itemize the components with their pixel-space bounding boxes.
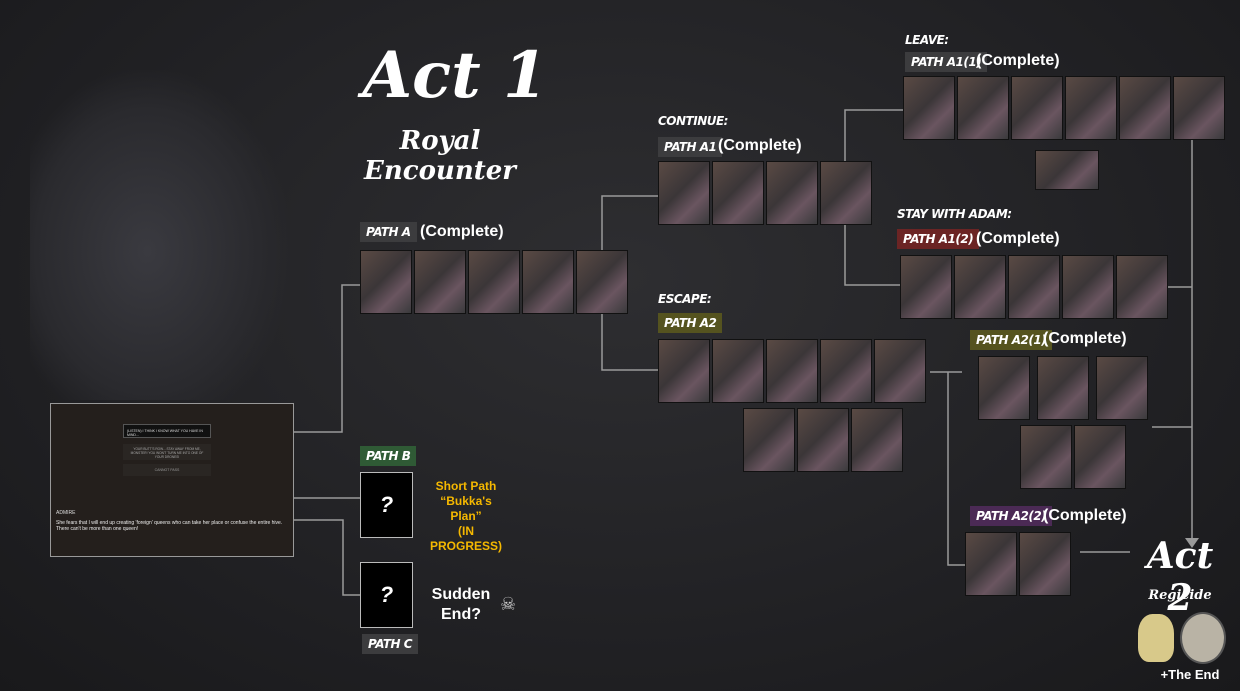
thumbnail[interactable] [766, 339, 818, 403]
act2-subtitle: Regicide [1148, 588, 1212, 603]
speaker-name: ADMIRE [56, 510, 76, 516]
path-a-status: (Complete) [420, 223, 504, 240]
path-a1-tag: PATH A1 [658, 137, 723, 157]
path-a1-1-thumbs [903, 76, 1225, 140]
path-b-note-line1: Short Path [435, 479, 497, 493]
path-c-note-line1: Sudden [431, 586, 491, 603]
path-a1-1-tag: PATH A1(1) [905, 52, 988, 72]
thumbnail[interactable] [1019, 532, 1071, 596]
thumbnail[interactable] [965, 532, 1017, 596]
path-b-note: Short Path “Bukka's Plan” (IN PROGRESS) [425, 479, 507, 554]
thumbnail[interactable] [360, 250, 412, 314]
path-a1-2-status: (Complete) [976, 230, 1060, 247]
thumbnail[interactable] [820, 161, 872, 225]
path-a2-1-tag: PATH A2(1) [970, 330, 1053, 350]
thumbnail[interactable] [797, 408, 849, 472]
path-a-tag: PATH A [360, 222, 417, 242]
thumbnail[interactable] [658, 339, 710, 403]
dialog-option-3: CANNOT PASS [123, 464, 211, 476]
thumbnail[interactable] [954, 255, 1006, 319]
thumbnail[interactable] [1062, 255, 1114, 319]
act2-title: Act 2 [1146, 535, 1214, 619]
character-art-placeholder [30, 70, 290, 400]
continue-label: CONTINUE: [658, 114, 728, 128]
path-a2-2-status: (Complete) [1043, 507, 1127, 524]
dialog-option-2: YOUR BUTT'S ROW... STAY AWAY FROM ME, MO… [123, 444, 211, 460]
escape-label: ESCAPE: [658, 292, 712, 306]
thumbnail[interactable] [1116, 255, 1168, 319]
path-c-tag: PATH C [362, 634, 419, 654]
thumbnail[interactable] [712, 161, 764, 225]
leave-label: LEAVE: [905, 33, 949, 47]
thumbnail[interactable] [658, 161, 710, 225]
thumbnail[interactable] [903, 76, 955, 140]
thumbnail[interactable] [1020, 425, 1072, 489]
path-c-note: Sudden End? [425, 585, 497, 625]
thumbnail[interactable] [957, 76, 1009, 140]
character-portrait-icon [1138, 614, 1174, 662]
path-c-box[interactable]: ? [360, 562, 413, 628]
path-b-note-line3: (IN PROGRESS) [429, 524, 502, 553]
stay-with-adam-label: STAY WITH ADAM: [897, 207, 1012, 221]
path-a2-thumbs-row2 [743, 408, 903, 472]
path-a-thumbs [360, 250, 628, 314]
act1-title: Act 1 [362, 38, 548, 113]
thumbnail[interactable] [851, 408, 903, 472]
thumbnail[interactable] [712, 339, 764, 403]
act2-end-label: +The End [1160, 667, 1220, 682]
thumbnail[interactable] [1008, 255, 1060, 319]
path-a1-2-thumbs [900, 255, 1168, 319]
path-a1-1-status: (Complete) [976, 52, 1060, 69]
path-b-tag: PATH B [360, 446, 417, 466]
thumbnail[interactable] [1037, 356, 1089, 420]
dragon-portrait-icon [1180, 612, 1226, 664]
thumbnail[interactable] [766, 161, 818, 225]
path-a2-1-status: (Complete) [1043, 330, 1127, 347]
thumbnail[interactable] [743, 408, 795, 472]
path-a2-1-thumbs [978, 356, 1148, 420]
thumbnail[interactable] [522, 250, 574, 314]
path-a2-thumbs [658, 339, 926, 403]
thumbnail[interactable] [820, 339, 872, 403]
thumbnail[interactable] [414, 250, 466, 314]
game-screenshot: (LISTEN) I THINK I KNOW WHAT YOU HAVE IN… [50, 403, 294, 557]
thumbnail[interactable] [900, 255, 952, 319]
path-c-note-line2: End? [441, 606, 481, 623]
thumbnail[interactable] [576, 250, 628, 314]
thumbnail[interactable] [874, 339, 926, 403]
dialog-option-1: (LISTEN) I THINK I KNOW WHAT YOU HAVE IN… [123, 424, 211, 438]
path-a2-1-thumbs-row2 [1020, 425, 1126, 489]
path-b-box[interactable]: ? [360, 472, 413, 538]
thumbnail[interactable] [1173, 76, 1225, 140]
path-a2-tag: PATH A2 [658, 313, 723, 333]
path-b-note-line2: “Bukka's Plan” [440, 494, 492, 523]
thumbnail[interactable] [1011, 76, 1063, 140]
act1-subtitle: Royal Encounter [364, 126, 516, 186]
skull-icon: ☠ [500, 594, 517, 614]
thumbnail[interactable] [978, 356, 1030, 420]
path-a1-thumbs [658, 161, 872, 225]
thumbnail[interactable] [1035, 150, 1099, 190]
path-a1-status: (Complete) [718, 137, 802, 154]
thumbnail[interactable] [1119, 76, 1171, 140]
thumbnail[interactable] [1074, 425, 1126, 489]
thumbnail[interactable] [1065, 76, 1117, 140]
thumbnail[interactable] [1096, 356, 1148, 420]
path-a2-2-thumbs [965, 532, 1071, 596]
thumbnail[interactable] [468, 250, 520, 314]
dialogue-text: She fears that I will end up creating 'f… [56, 520, 283, 532]
path-a1-2-tag: PATH A1(2) [897, 229, 980, 249]
path-a2-2-tag: PATH A2(2) [970, 506, 1053, 526]
